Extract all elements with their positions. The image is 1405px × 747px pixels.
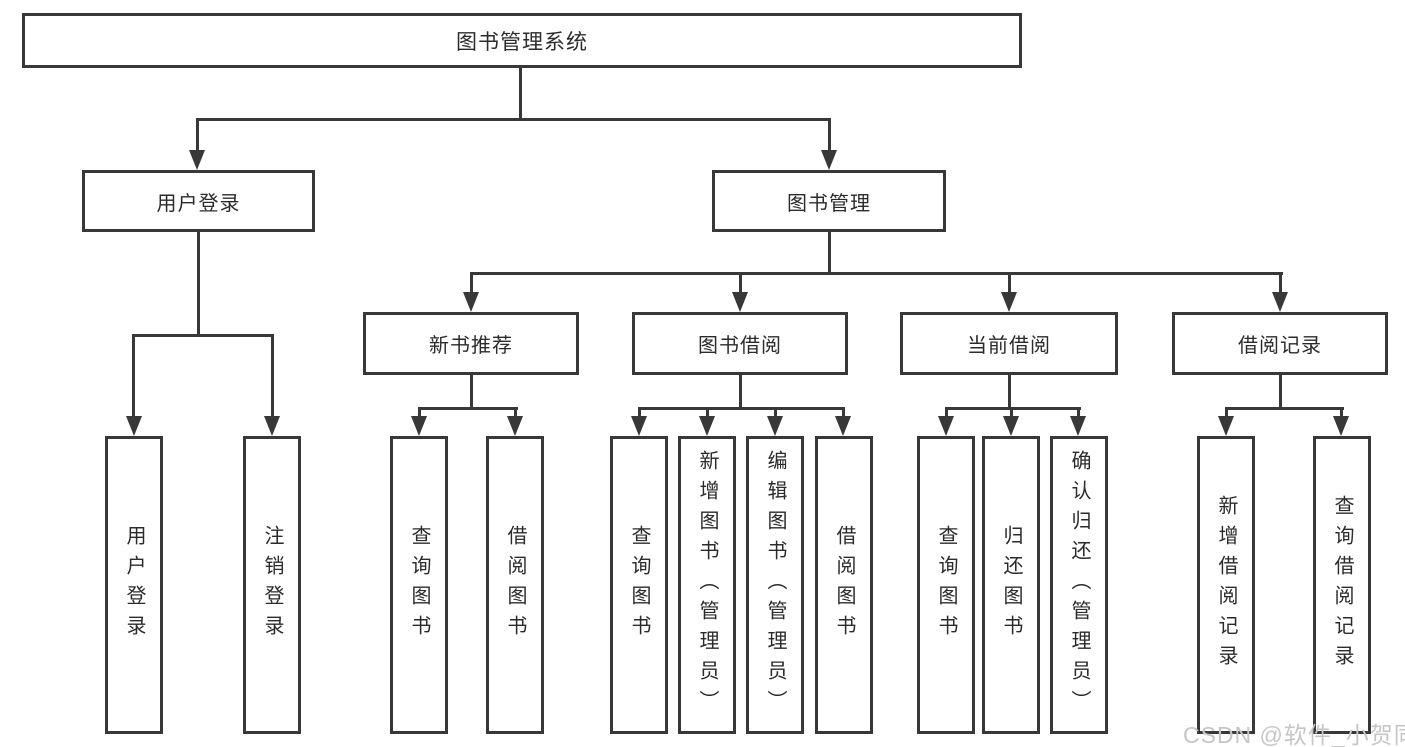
- connector-vline: [514, 407, 517, 419]
- connector-vline: [470, 272, 473, 294]
- node-borrowing-records-label: 借阅记录: [1238, 335, 1322, 357]
- leaf-add-books-admin-label: 新增图书（管理员）: [696, 450, 718, 720]
- connector-hline: [132, 334, 274, 337]
- arrowhead-down-icon: [126, 416, 142, 436]
- node-user-login: 用户登录: [82, 170, 315, 232]
- connector-vline: [1008, 272, 1011, 294]
- leaf-query-books-recommend: 查询图书: [390, 436, 448, 734]
- arrowhead-down-icon: [1001, 292, 1017, 312]
- arrowhead-down-icon: [264, 416, 280, 436]
- node-book-management-label: 图书管理: [787, 192, 871, 215]
- arrowhead-down-icon: [189, 150, 205, 170]
- node-user-login-label: 用户登录: [156, 192, 241, 215]
- node-new-book-recommend: 新书推荐: [363, 312, 579, 375]
- arrowhead-down-icon: [1272, 292, 1288, 312]
- connector-hline: [638, 407, 845, 410]
- leaf-query-books-recommend-label: 查询图书: [408, 525, 430, 645]
- connector-vline: [470, 375, 473, 407]
- connector-hline: [1225, 407, 1344, 410]
- leaf-query-books-current-label: 查询图书: [935, 525, 957, 645]
- node-borrowing-records: 借阅记录: [1172, 312, 1388, 375]
- connector-vline: [132, 334, 135, 418]
- connector-vline: [1010, 407, 1013, 419]
- connector-vline: [196, 118, 199, 152]
- arrowhead-down-icon: [1333, 416, 1349, 436]
- connector-vline: [1225, 407, 1228, 419]
- node-current-borrowing: 当前借阅: [900, 312, 1118, 375]
- connector-hline: [196, 118, 831, 121]
- connector-vline: [197, 232, 200, 334]
- connector-hline: [945, 407, 1081, 410]
- connector-hline: [418, 407, 518, 410]
- connector-hline: [470, 272, 1283, 275]
- node-new-book-recommend-label: 新书推荐: [429, 335, 513, 357]
- leaf-edit-books-admin: 编辑图书（管理员）: [746, 436, 804, 734]
- arrowhead-down-icon: [411, 416, 427, 436]
- arrowhead-down-icon: [767, 416, 783, 436]
- arrowhead-down-icon: [821, 150, 837, 170]
- leaf-query-books-borrowing-label: 查询图书: [628, 525, 650, 645]
- leaf-borrow-books-recommend: 借阅图书: [486, 436, 544, 734]
- leaf-query-borrow-record-label: 查询借阅记录: [1331, 495, 1353, 675]
- leaf-user-login: 用户登录: [105, 436, 163, 734]
- leaf-logout-label: 注销登录: [261, 525, 283, 645]
- arrowhead-down-icon: [631, 416, 647, 436]
- leaf-confirm-return-admin-label: 确认归还（管理员）: [1068, 450, 1090, 720]
- leaf-add-borrow-record: 新增借阅记录: [1197, 436, 1255, 734]
- leaf-edit-books-admin-label: 编辑图书（管理员）: [764, 450, 786, 720]
- arrowhead-down-icon: [1070, 416, 1086, 436]
- node-book-borrowing: 图书借阅: [632, 312, 848, 375]
- node-root-label: 图书管理系统: [456, 30, 588, 54]
- arrowhead-down-icon: [507, 416, 523, 436]
- arrowhead-down-icon: [463, 292, 479, 312]
- arrowhead-down-icon: [1003, 416, 1019, 436]
- leaf-add-borrow-record-label: 新增借阅记录: [1215, 495, 1237, 675]
- connector-vline: [739, 272, 742, 294]
- leaf-return-books-label: 归还图书: [1000, 525, 1022, 645]
- leaf-add-books-admin: 新增图书（管理员）: [678, 436, 736, 734]
- node-current-borrowing-label: 当前借阅: [967, 335, 1051, 357]
- connector-vline: [774, 407, 777, 419]
- connector-vline: [1077, 407, 1080, 419]
- connector-vline: [638, 407, 641, 419]
- leaf-user-login-label: 用户登录: [123, 525, 145, 645]
- leaf-query-books-borrowing: 查询图书: [610, 436, 668, 734]
- arrowhead-down-icon: [835, 416, 851, 436]
- leaf-logout: 注销登录: [243, 436, 301, 734]
- leaf-borrow-books: 借阅图书: [815, 436, 873, 734]
- connector-vline: [418, 407, 421, 419]
- csdn-watermark: CSDN @软件_小贺同学: [1183, 722, 1405, 747]
- leaf-query-borrow-record: 查询借阅记录: [1313, 436, 1371, 734]
- arrowhead-down-icon: [1218, 416, 1234, 436]
- connector-vline: [739, 375, 742, 407]
- node-root: 图书管理系统: [22, 13, 1022, 68]
- leaf-borrow-books-recommend-label: 借阅图书: [504, 525, 526, 645]
- connector-vline: [1340, 407, 1343, 419]
- connector-vline: [828, 118, 831, 152]
- leaf-confirm-return-admin: 确认归还（管理员）: [1050, 436, 1108, 734]
- leaf-return-books: 归还图书: [982, 436, 1040, 734]
- connector-vline: [842, 407, 845, 419]
- node-book-management: 图书管理: [712, 170, 946, 232]
- leaf-query-books-current: 查询图书: [917, 436, 975, 734]
- connector-vline: [828, 232, 831, 272]
- leaf-borrow-books-label: 借阅图书: [833, 525, 855, 645]
- connector-vline: [1279, 375, 1282, 407]
- node-book-borrowing-label: 图书借阅: [698, 335, 782, 357]
- connector-vline: [706, 407, 709, 419]
- arrowhead-down-icon: [938, 416, 954, 436]
- connector-vline: [519, 68, 522, 118]
- arrowhead-down-icon: [699, 416, 715, 436]
- connector-vline: [271, 334, 274, 418]
- connector-vline: [945, 407, 948, 419]
- connector-vline: [1279, 272, 1282, 294]
- connector-vline: [1008, 375, 1011, 407]
- arrowhead-down-icon: [732, 292, 748, 312]
